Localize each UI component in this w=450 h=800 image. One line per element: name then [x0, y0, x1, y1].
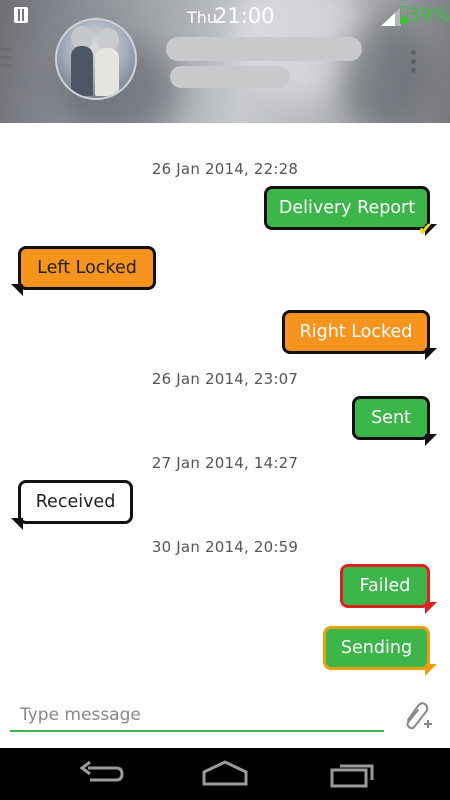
message-text: Right Locked [299, 322, 413, 342]
message-bubble-incoming[interactable]: Received [11, 480, 133, 530]
system-navigation-bar [0, 748, 450, 800]
message-bubble-outgoing[interactable]: Delivery Report [264, 186, 430, 230]
status-bar: Thu 21:00 39% [0, 0, 450, 32]
message-list[interactable]: 26 Jan 2014, 22:28 Delivery Report ✔ Lef… [0, 123, 450, 688]
message-timestamp: 26 Jan 2014, 23:07 [151, 370, 299, 388]
message-timestamp: 30 Jan 2014, 20:59 [151, 538, 299, 556]
status-time: 21:00 [214, 4, 275, 28]
message-text: Sending [340, 638, 413, 658]
signal-icon [381, 7, 401, 26]
contact-number-redacted [170, 66, 290, 88]
message-text: Received [35, 492, 116, 512]
message-input[interactable] [10, 700, 384, 732]
message-bubble-outgoing[interactable]: Sent [352, 396, 430, 440]
status-day: Thu [187, 8, 218, 27]
message-bubble-failed[interactable]: Failed [340, 564, 430, 608]
battery-percentage: 39% [408, 4, 450, 26]
home-icon[interactable] [200, 758, 250, 790]
contact-name-redacted [166, 37, 362, 61]
message-timestamp: 27 Jan 2014, 14:27 [151, 454, 299, 472]
overflow-menu-icon[interactable] [411, 50, 417, 74]
message-bubble-sending[interactable]: Sending [323, 626, 430, 670]
message-text: Sent [371, 408, 411, 428]
message-text: Left Locked [37, 258, 137, 278]
sim-card-icon [14, 7, 28, 23]
message-bubble-incoming[interactable]: Left Locked [11, 246, 156, 296]
contact-avatar[interactable] [55, 18, 137, 100]
attachment-add-icon[interactable] [400, 700, 434, 732]
delivered-check-icon: ✔ [418, 219, 434, 240]
battery-icon [400, 6, 408, 24]
recent-apps-icon[interactable] [328, 758, 378, 790]
message-bubble-outgoing[interactable]: Right Locked [282, 310, 430, 354]
message-text: Delivery Report [278, 198, 416, 218]
conversation-header: Thu 21:00 39% [0, 0, 450, 123]
message-timestamp: 26 Jan 2014, 22:28 [151, 160, 299, 178]
message-composer [0, 688, 450, 748]
message-text: Failed [359, 576, 411, 596]
back-icon[interactable] [76, 758, 126, 790]
menu-icon[interactable] [0, 48, 12, 72]
